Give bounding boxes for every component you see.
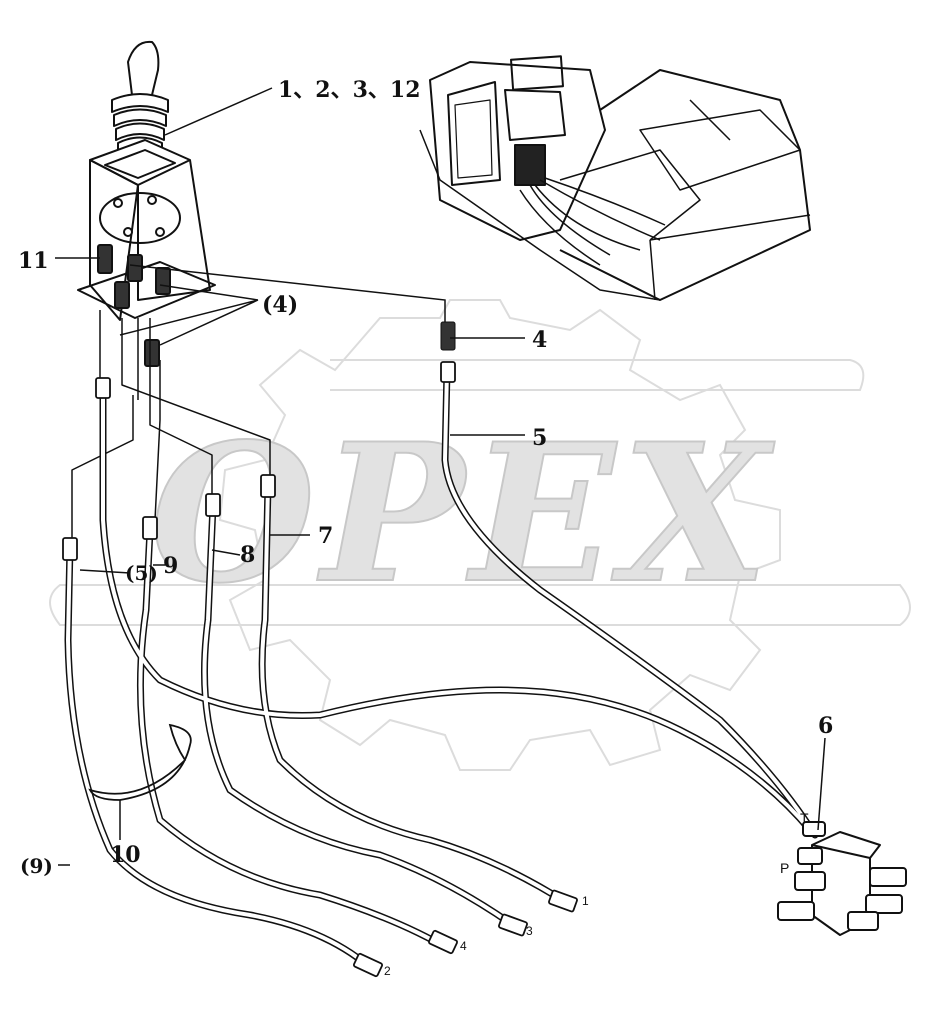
leader-lines: [55, 87, 826, 866]
callout-5-paren: (5): [125, 561, 158, 585]
callout-10: 10: [110, 842, 141, 868]
hose-end-label-4: 4: [460, 939, 467, 953]
hose-end-label-1: 1: [582, 894, 589, 908]
callout-4-paren: (4): [262, 292, 298, 318]
callout-6: 6: [818, 713, 833, 739]
valve-block: [777, 821, 907, 936]
callout-5: 5: [532, 425, 547, 451]
hose-end-label-2: 2: [384, 964, 391, 978]
callout-7: 7: [318, 523, 333, 549]
watermark-gear: [49, 299, 911, 771]
port-label-t: T: [800, 810, 809, 826]
port-label-p: P: [780, 860, 789, 876]
joystick-fittings: [97, 244, 171, 367]
hose-end-label-3: 3: [526, 924, 533, 938]
hoses-inner: [65, 368, 817, 974]
callout-11: 11: [18, 248, 49, 274]
watermark-logo: OPEX: [150, 402, 775, 625]
callout-9: 9: [163, 553, 178, 579]
fitting-4: [440, 321, 456, 351]
hose-end-fittings: [62, 361, 578, 978]
excavator-illustration: [419, 55, 811, 301]
callout-1-2-3-12: 1、2、3、12: [278, 77, 421, 103]
leader-11-to-4: [129, 264, 446, 322]
callout-4: 4: [532, 327, 547, 353]
callout-8: 8: [240, 542, 255, 568]
callout-9-paren: (9): [20, 854, 53, 878]
joystick-assembly: [71, 40, 271, 540]
